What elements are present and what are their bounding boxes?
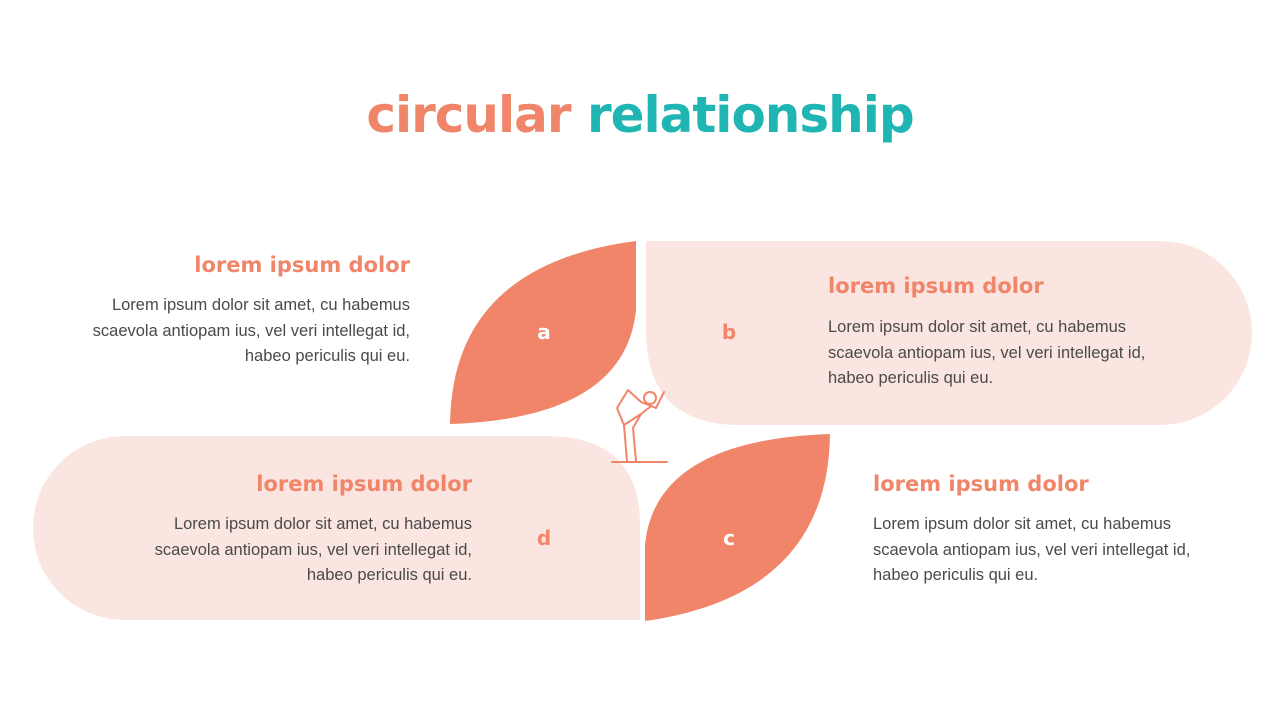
body-c: Lorem ipsum dolor sit amet, cu habemus s… <box>873 515 1191 584</box>
title-part-relationship: relationship <box>586 86 915 144</box>
pill-b <box>646 241 1252 425</box>
heading-b: lorem ipsum dolor <box>828 274 1044 298</box>
title-part-circular: circular <box>366 86 571 144</box>
pill-d <box>33 436 640 620</box>
label-b: b <box>721 320 737 344</box>
leaf-c <box>645 434 830 621</box>
heading-c: lorem ipsum dolor <box>873 472 1089 496</box>
yoga-pose-icon <box>611 389 668 463</box>
leaf-a <box>450 241 636 424</box>
slide-title: circular relationship <box>0 80 1280 150</box>
label-c: c <box>723 526 735 550</box>
body-d: Lorem ipsum dolor sit amet, cu habemus s… <box>154 515 472 584</box>
label-d: d <box>536 526 552 550</box>
heading-a: lorem ipsum dolor <box>194 253 410 277</box>
body-b: Lorem ipsum dolor sit amet, cu habemus s… <box>828 318 1146 387</box>
heading-d: lorem ipsum dolor <box>256 472 472 496</box>
label-a: a <box>537 320 551 344</box>
body-a: Lorem ipsum dolor sit amet, cu habemus s… <box>92 296 410 365</box>
